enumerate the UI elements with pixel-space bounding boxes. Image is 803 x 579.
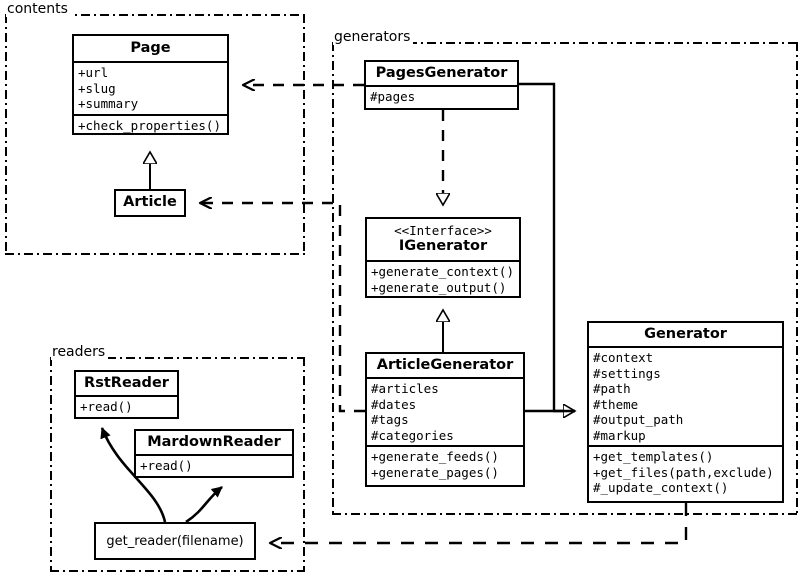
class-article-generator-methods: +generate_feeds() +generate_pages()	[367, 445, 523, 482]
class-igenerator-name-block: <<Interface>> IGenerator	[367, 219, 519, 260]
method: #_update_context()	[593, 480, 729, 495]
package-readers-label: readers	[51, 345, 109, 360]
class-page-attributes: +url +slug +summary	[74, 61, 227, 114]
class-article-generator-name: ArticleGenerator	[376, 357, 514, 373]
class-mardown-reader[interactable]: MardownReader +read()	[134, 429, 294, 478]
package-contents-label: contents	[6, 2, 71, 17]
class-generator-name: Generator	[644, 326, 727, 342]
class-pages-generator-attributes: #pages	[366, 85, 517, 107]
class-pages-generator-name: PagesGenerator	[375, 65, 508, 81]
method: +get_files(path,exclude)	[593, 464, 774, 480]
attribute: #pages	[370, 89, 416, 104]
attribute: #theme	[593, 396, 639, 412]
attribute: +url	[78, 65, 109, 80]
class-page-methods: +check_properties()	[74, 113, 227, 136]
class-pages-generator[interactable]: PagesGenerator #pages	[364, 60, 519, 110]
class-mardown-reader-methods: +read()	[136, 454, 292, 476]
class-article-name: Article	[123, 194, 177, 210]
attribute: #articles	[371, 381, 439, 396]
function-get-reader[interactable]: get_reader(filename)	[94, 522, 256, 560]
method: +generate_pages()	[371, 464, 499, 480]
class-page[interactable]: Page +url +slug +summary +check_properti…	[72, 34, 229, 135]
class-igenerator[interactable]: <<Interface>> IGenerator +generate_conte…	[365, 217, 521, 298]
attribute: +summary	[78, 96, 139, 111]
attribute: #output_path	[593, 412, 684, 427]
class-igenerator-name: IGenerator	[398, 238, 488, 254]
method: +get_templates()	[593, 449, 714, 464]
attribute: #settings	[593, 365, 661, 381]
attribute: #markup	[593, 427, 646, 443]
attribute: #dates	[371, 396, 417, 412]
method: +generate_output()	[371, 279, 507, 295]
attribute: #tags	[371, 412, 409, 427]
class-generator[interactable]: Generator #context #settings #path #them…	[587, 321, 784, 503]
attribute: #categories	[371, 427, 454, 443]
class-generator-attributes: #context #settings #path #theme #output_…	[589, 346, 782, 445]
class-igenerator-methods: +generate_context() +generate_output()	[367, 260, 519, 297]
class-article[interactable]: Article	[114, 189, 186, 217]
method: +read()	[80, 399, 133, 414]
method: +check_properties()	[78, 117, 221, 133]
method: +read()	[140, 458, 193, 473]
method: +generate_feeds()	[371, 449, 499, 464]
attribute: #context	[593, 350, 654, 365]
class-rst-reader[interactable]: RstReader +read()	[74, 370, 179, 419]
method: +generate_context()	[371, 264, 514, 279]
class-article-generator[interactable]: ArticleGenerator #articles #dates #tags …	[365, 352, 525, 487]
function-get-reader-label: get_reader(filename)	[106, 533, 244, 549]
attribute: #path	[593, 381, 631, 396]
class-page-name: Page	[130, 40, 171, 56]
class-rst-reader-name: RstReader	[84, 375, 169, 391]
attribute: +slug	[78, 80, 116, 96]
package-generators-label: generators	[333, 30, 414, 45]
class-generator-methods: +get_templates() +get_files(path,exclude…	[589, 445, 782, 498]
class-igenerator-stereotype: <<Interface>>	[394, 223, 492, 238]
class-rst-reader-methods: +read()	[76, 395, 177, 417]
class-mardown-reader-name: MardownReader	[147, 434, 281, 450]
class-article-generator-attributes: #articles #dates #tags #categories	[367, 377, 523, 445]
